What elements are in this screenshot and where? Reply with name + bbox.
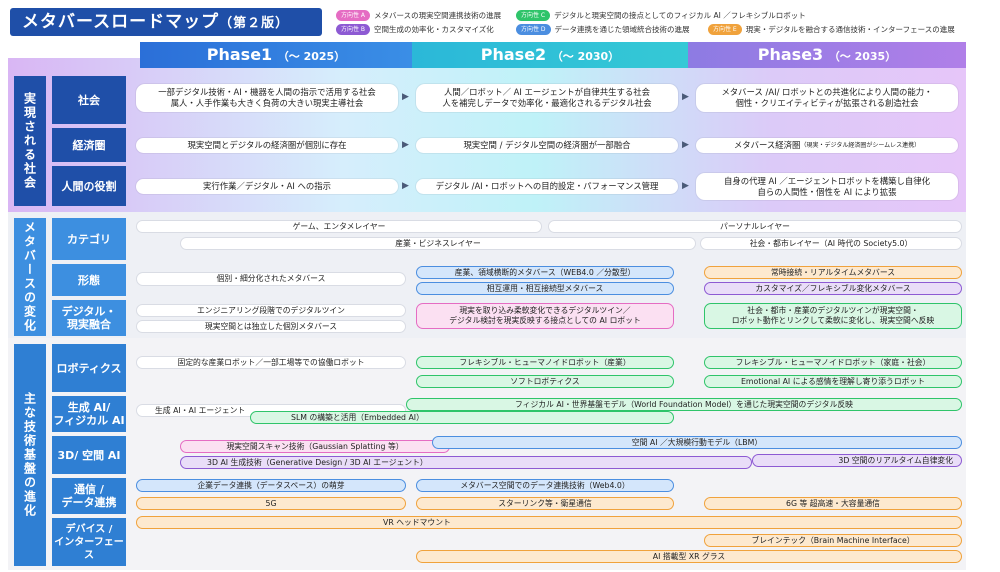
society-cell-phase3: メタバース /AI/ ロボットとの共進化により人間の能力・ 個性・クリエイティビ… — [696, 84, 958, 112]
bar-social-layer: 社会・都市レイヤー（AI 時代の Society5.0） — [700, 237, 962, 250]
bar-6g: 6G 等 超高速・大容量通信 — [704, 497, 962, 510]
bar-eng-twin: エンジニアリング段階でのデジタルツイン — [136, 304, 406, 317]
arrow-right-icon: ▶ — [402, 140, 409, 150]
bar-flex-robot-ind: フレキシブル・ヒューマノイドロボット（産業） — [416, 356, 674, 369]
bar-gen3d: 3D AI 生成技術（Generative Design / 3D AI エージ… — [180, 456, 752, 469]
arrow-right-icon: ▶ — [402, 181, 409, 191]
bar-flex-robot-home: フレキシブル・ヒューマノイドロボット（家庭・社会） — [704, 356, 962, 369]
row-human: 人間の役割 — [52, 166, 126, 206]
row-form: 形態 — [52, 264, 126, 296]
bar-meta-data: メタバース空間でのデータ連携技術（Web4.0） — [416, 479, 674, 492]
bar-lbm: 空間 AI ／大規模行動モデル（LBM） — [432, 436, 962, 449]
arrow-right-icon: ▶ — [682, 140, 689, 150]
row-society: 社会 — [52, 76, 126, 124]
row-category: カテゴリ — [52, 218, 126, 260]
human-cell-phase1: 実行作業／デジタル・AI への指示 — [136, 179, 398, 194]
bar-5g: 5G — [136, 497, 406, 510]
society-cell-phase1: 一部デジタル技術・AI・機器を人間の指示で活用する社会 属人・人手作業も大きく負… — [136, 84, 398, 112]
bar-flex-twin: 現実を取り込み柔軟変化できるデジタルツイン／ デジタル検討を現実反映する接点とし… — [416, 303, 674, 329]
bar-physical-ai: フィジカル AI・世界基盤モデル（World Foundation Model）… — [406, 398, 962, 411]
society-cell-phase2: 人間／ロボット／ AI エージェントが自律共生する社会 人を補完しデータで効率化… — [416, 84, 678, 112]
row-twin: デジタル・ 現実融合 — [52, 300, 126, 336]
row-economy: 経済圏 — [52, 128, 126, 162]
bar-data-space: 企業データ連携（データスペース）の萌芽 — [136, 479, 406, 492]
bar-city-twin: 社会・都市・産業のデジタルツインが現実空間・ ロボット動作とリンクして柔軟に変化… — [704, 303, 962, 329]
bar-indep-meta: 現実空間とは独立した個別メタバース — [136, 320, 406, 333]
arrow-right-icon: ▶ — [682, 181, 689, 191]
human-cell-phase3: 自身の代理 AI ／エージェントロボットを構築し自律化 自らの人間性・個性を A… — [696, 173, 958, 200]
phase1-header: Phase1 （～ 2025） — [140, 42, 412, 68]
arrow-right-icon: ▶ — [402, 92, 409, 102]
bar-emotional-ai: Emotional AI による感情を理解し寄り添うロボット — [704, 375, 962, 388]
phase2-header: Phase2 （～ 2030） — [412, 42, 688, 68]
row-comm: 通信 / データ連携 — [52, 478, 126, 514]
bar-bmi: ブレインテック（Brain Machine Interface） — [704, 534, 962, 547]
section-metaverse: メタバースの変化 — [14, 218, 46, 336]
economy-cell-phase3: メタバース経済圏（現実・デジタル経済圏がシームレス連携） — [696, 138, 958, 153]
bar-interop: 相互運用・相互接続型メタバース — [416, 282, 674, 295]
bar-vr: VR ヘッドマウント — [136, 516, 962, 529]
bar-xr: AI 搭載型 XR グラス — [416, 550, 962, 563]
bar-fixed-robot: 固定的な産業ロボット／一部工場等での協働ロボット — [136, 356, 406, 369]
row-space3d: 3D/ 空間 AI — [52, 436, 126, 474]
bar-individual-meta: 個別・細分化されたメタバース — [136, 272, 406, 286]
bar-scan: 現実空間スキャン技術（Gaussian Splatting 等） — [180, 440, 450, 453]
page-title: メタバースロードマップ（第２版） — [10, 8, 322, 36]
bar-soft-robot: ソフトロボティクス — [416, 375, 674, 388]
bar-slm: SLM の構築と活用（Embedded AI） — [250, 411, 674, 424]
row-robotics: ロボティクス — [52, 344, 126, 392]
bar-custom: カスタマイズ／フレキシブル変化メタバース — [704, 282, 962, 295]
section-society: 実現される社会 — [14, 76, 46, 206]
row-device: デバイス / インターフェース — [52, 518, 126, 566]
human-cell-phase2: デジタル /AI・ロボットへの目的設定・パフォーマンス管理 — [416, 179, 678, 194]
arrow-right-icon: ▶ — [682, 92, 689, 102]
bar-cross-meta: 産業、領域横断的メタバース（WEB4.0 ／分散型） — [416, 266, 674, 279]
economy-cell-phase1: 現実空間とデジタルの経済圏が個別に存在 — [136, 138, 398, 153]
phase3-header: Phase3 （～ 2035） — [688, 42, 966, 68]
bar-industry-layer: 産業・ビジネスレイヤー — [180, 237, 696, 250]
section-tech: 主な技術基盤の進化 — [14, 344, 46, 566]
row-genai: 生成 AI/ フィジカル AI — [52, 396, 126, 432]
economy-cell-phase2: 現実空間 / デジタル空間の経済圏が一部融合 — [416, 138, 678, 153]
bar-realtime3d: 3D 空間のリアルタイム自律変化 — [752, 454, 962, 467]
bar-personal-layer: パーソナルレイヤー — [548, 220, 962, 233]
bar-game-layer: ゲーム、エンタメレイヤー — [136, 220, 542, 233]
bar-always-on: 常時接続・リアルタイムメタバース — [704, 266, 962, 279]
bar-starlink: スターリンク等・衛星通信 — [416, 497, 674, 510]
